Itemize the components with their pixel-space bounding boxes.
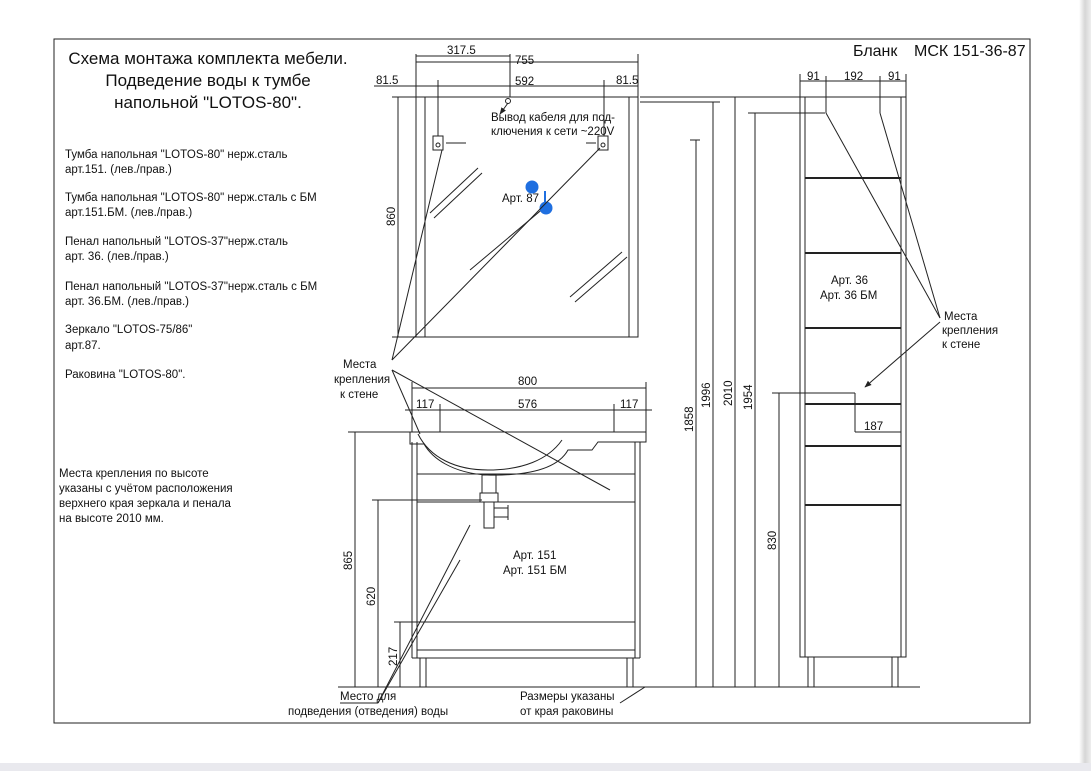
item-list: Тумба напольная "LOTOS-80" нерж.сталь ар… [65,149,317,381]
pencil-drawing: 91 192 91 Арт. 36 Арт. 36 БМ 187 [799,71,907,688]
water-label: Место для подведения (отведения) воды [288,524,471,718]
item-1-line-2: арт.151.БМ. (лев./прав.) [65,207,192,219]
mount-left-3: к стене [340,389,378,401]
item-0-line-2: арт.151. (лев./прав.) [65,164,172,176]
item-4-line-2: арт.87. [65,340,101,352]
selection-handle-start[interactable] [525,180,539,194]
title-line-1: Схема монтажа комплекта мебели. [68,49,347,68]
pencil-body [799,96,907,658]
dim-cabinet-right: 117 [620,399,638,411]
drawing-frame [53,38,1031,724]
dim-2010: 2010 [723,380,735,406]
dim-1954: 1954 [743,384,755,410]
dim-cabinet-left: 117 [416,399,434,411]
title-line-3: напольной "LOTOS-80". [114,93,302,112]
dim-mirror-left: 81.5 [376,75,398,87]
note-line-3: верхнего края зеркала и пенала [59,498,232,510]
dim-low-height: 217 [388,647,400,666]
form-label: Бланк [853,43,898,60]
dim-1996: 1996 [701,382,713,408]
note-line-1: Места крепления по высоте [59,468,209,480]
water-label-2: подведения (отведения) воды [288,706,448,718]
item-1-line-1: Тумба напольная "LOTOS-80" нерж.сталь с … [65,192,317,204]
cable-outlet [505,98,511,104]
mount-left-2: крепления [334,374,390,386]
sizes-note-1: Размеры указаны [520,691,615,703]
item-4-line-1: Зеркало "LOTOS-75/86" [65,324,192,336]
item-2-line-2: арт. 36. (лев./прав.) [65,251,169,263]
dim-830: 830 [767,531,779,550]
bottom-bar [0,763,1091,771]
dim-mirror-height: 860 [386,207,398,226]
cabinet-art-2: Арт. 151 БМ [503,565,567,577]
cabinet-art-1: Арт. 151 [513,550,556,562]
sizes-note-2: от края раковины [520,706,613,718]
dim-1858: 1858 [684,406,696,432]
mount-right-2: крепления [942,325,998,337]
mirror-bracket-right [597,135,609,151]
dim-pencil-right: 91 [888,71,901,83]
dim-pencil-left: 91 [807,71,820,83]
dim-mirror-offset: 317.5 [447,45,476,57]
dim-cabinet-mid: 576 [518,399,537,411]
mount-label-left: Места крепления к стене [334,147,611,491]
sizes-note: Размеры указаны от края раковины [520,686,646,718]
dim-cabinet-width: 800 [518,376,537,388]
dim-mirror-width: 755 [515,55,534,67]
height-dimensions: 1858 1996 2010 1954 830 [640,96,855,687]
pencil-art-1: Арт. 36 [831,275,868,287]
dim-cabinet-height: 865 [343,551,355,570]
selection-handle-end[interactable] [539,201,553,215]
note-line-4: на высоте 2010 мм. [59,513,164,525]
mirror-art-label: Арт. 87 [502,193,539,205]
cable-label-2: ключения к сети ~220V [491,126,615,138]
item-3-line-1: Пенал напольный "LOTOS-37"нерж.сталь с Б… [65,281,317,293]
mount-right-1: Места [944,311,978,323]
mirror-glass [424,96,630,338]
item-5-line-1: Раковина "LOTOS-80". [65,369,185,381]
page-edge [1079,0,1091,763]
water-label-1: Место для [340,691,396,703]
hatched-rail-bottom [416,621,636,651]
pencil-art-2: Арт. 36 БМ [820,290,877,302]
form-code: МСК 151-36-87 [914,43,1026,60]
item-3-line-2: арт. 36.БМ. (лев./прав.) [65,296,189,308]
item-0-line-1: Тумба напольная "LOTOS-80" нерж.сталь [65,149,287,161]
dim-drain-height: 620 [366,587,378,606]
mirror-drawing: Вывод кабеля для под- ключения к сети ~2… [374,45,639,338]
dim-pencil-mid: 192 [844,71,863,83]
cable-label-1: Вывод кабеля для под- [491,112,615,124]
item-2-line-1: Пенал напольный "LOTOS-37"нерж.сталь [65,236,288,248]
note-line-2: указаны с учётом расположения [59,483,233,495]
basin [409,431,647,476]
title-line-2: Подведение воды к тумбе [105,71,310,90]
mount-right-3: к стене [942,339,980,351]
hatched-rail-top [416,473,636,503]
dim-mirror-inner: 592 [515,76,534,88]
mount-left-1: Места [343,359,377,371]
dim-mirror-right: 81.5 [616,75,638,87]
height-note: Места крепления по высоте указаны с учёт… [59,468,233,525]
dim-pencil-shelf: 187 [864,421,883,433]
cabinet-drawing: 800 117 576 117 Арт. 151 Арт. 151 БМ 865 [343,376,652,688]
mount-label-right: Места крепления к стене [825,112,998,388]
